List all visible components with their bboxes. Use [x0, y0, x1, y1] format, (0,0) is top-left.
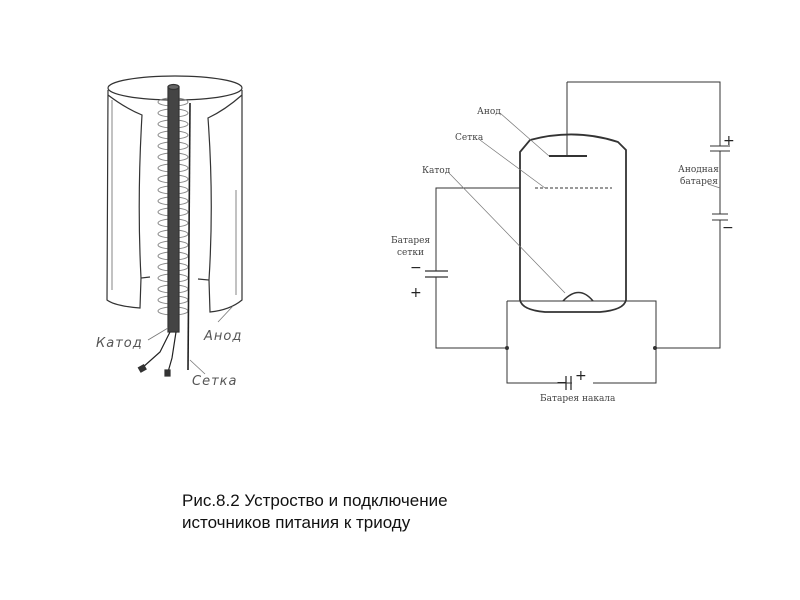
lead-end	[164, 369, 171, 377]
label-cathode: Катод	[96, 336, 143, 351]
label-grid: Сетка	[192, 374, 237, 389]
anode-left-panel	[106, 89, 151, 309]
grid-battery-minus: −	[410, 260, 422, 276]
cathode-filament	[562, 291, 594, 302]
grid-wire	[187, 102, 191, 371]
anode-battery-minus: −	[722, 220, 734, 236]
tube-envelope	[519, 133, 627, 313]
filament-circuit-wire	[506, 300, 657, 384]
lead-end	[137, 363, 147, 373]
circuit-label-anode: Анод	[477, 107, 501, 117]
anode-circuit-wire	[567, 81, 721, 349]
filament-battery-plus: +	[575, 368, 587, 384]
anode-battery-label-1: Анодная	[678, 165, 719, 175]
caption-line-1: Рис.8.2 Устроство и подключение	[182, 491, 448, 510]
junction	[653, 346, 657, 350]
figure-caption: Рис.8.2 Устроство и подключение источник…	[182, 490, 448, 534]
filament-battery-label: Батарея накала	[540, 394, 616, 404]
cathode-rod	[167, 86, 180, 333]
grid-battery-plus: +	[410, 285, 422, 301]
anode-pointer	[217, 305, 234, 323]
anode-battery-label-2: батарея	[680, 176, 718, 187]
cathode-top	[167, 83, 180, 91]
anode-right-panel	[197, 90, 243, 313]
label-anode: Анод	[203, 329, 242, 344]
anode-battery-plus: +	[723, 133, 735, 149]
grid-battery-label-2: сетки	[397, 248, 424, 258]
cathode-leads	[141, 331, 177, 373]
triode-structure-drawing	[106, 75, 243, 377]
circuit-schematic	[425, 81, 730, 390]
label-pointers	[449, 112, 721, 294]
caption-line-2: источников питания к триоду	[182, 513, 411, 532]
circuit-label-grid: Сетка	[455, 133, 484, 143]
grid-circuit-wire	[435, 187, 520, 349]
cathode-pointer	[147, 327, 169, 341]
filament-battery-minus: −	[556, 375, 568, 391]
junction	[505, 346, 509, 350]
grid-battery-label-1: Батарея	[391, 236, 430, 246]
circuit-label-cathode: Катод	[422, 166, 451, 176]
grid-pointer	[189, 359, 206, 375]
